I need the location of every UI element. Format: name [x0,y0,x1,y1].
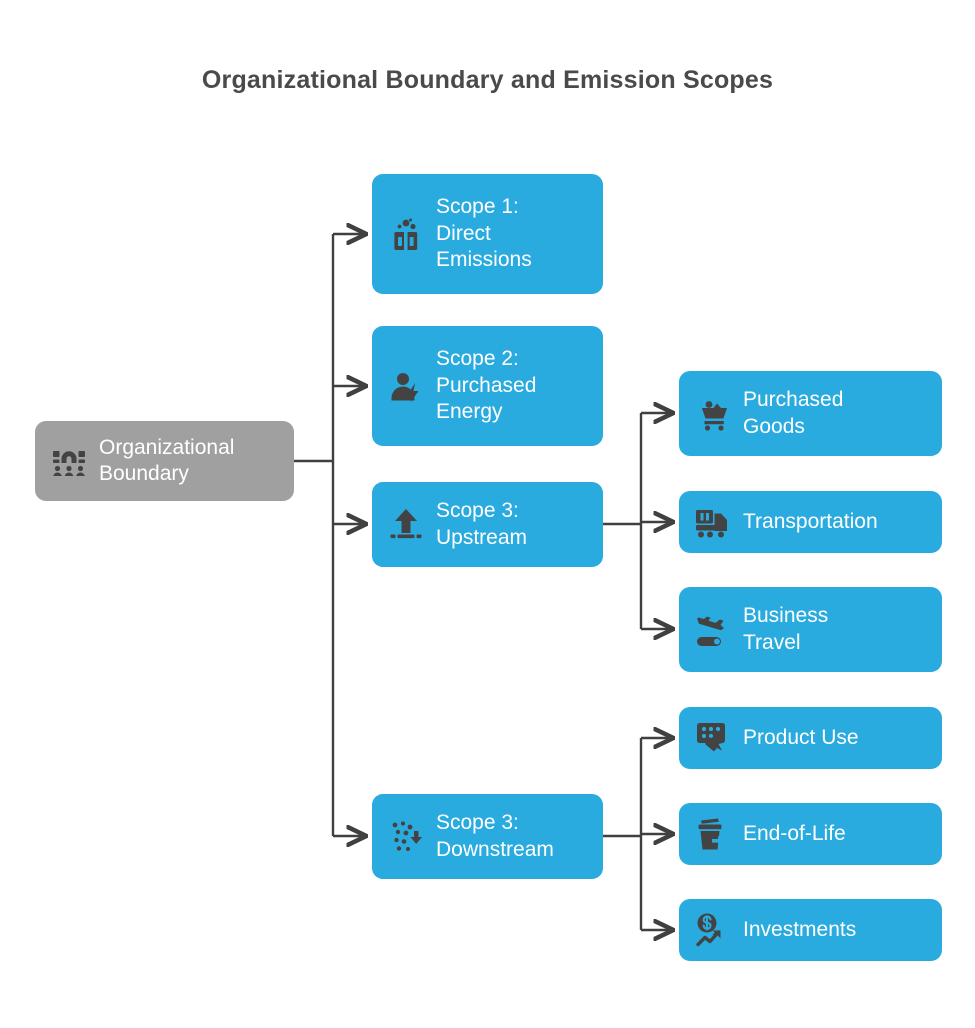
node-business-travel[interactable]: Business Travel [679,587,942,672]
person-energy-bolt-icon [386,366,426,406]
node-investments[interactable]: Investments [679,899,942,961]
node-label: Transportation [743,509,878,533]
factory-smokestack-icon [386,214,426,254]
node-label: Scope 3: Upstream [436,499,528,549]
trash-bin-recycle-icon [693,814,733,854]
node-label: Business Travel [743,604,829,654]
shopping-cart-icon [693,394,733,434]
node-label: Investments [743,917,857,941]
node-organizational-boundary[interactable]: Organizational Boundary [35,421,294,501]
page-title: Organizational Boundary and Emission Sco… [201,66,774,94]
airplane-takeoff-icon [693,610,733,650]
node-product-use[interactable]: Product Use [679,707,942,769]
node-scope-1[interactable]: Scope 1: Direct Emissions [372,174,603,294]
touchscreen-hand-tap-icon [693,718,733,758]
node-label: End-of-Life [743,821,846,845]
node-purchased-goods[interactable]: Purchased Goods [679,371,942,456]
node-label: Scope 1: Direct Emissions [436,195,532,272]
node-label: Purchased Goods [743,388,844,438]
delivery-truck-icon [693,502,733,542]
node-label: Scope 3: Downstream [436,811,554,861]
node-scope-2[interactable]: Scope 2: Purchased Energy [372,326,603,446]
dollar-coin-growth-arrow-icon [693,910,733,950]
downstream-flow-dots-icon [386,817,426,857]
up-arrow-upstream-icon [386,505,426,545]
node-end-of-life[interactable]: End-of-Life [679,803,942,865]
node-label: Organizational Boundary [99,435,235,485]
node-label: Scope 2: Purchased Energy [436,347,537,424]
node-scope-3-upstream[interactable]: Scope 3: Upstream [372,482,603,567]
node-transportation[interactable]: Transportation [679,491,942,553]
node-label: Product Use [743,725,859,749]
node-scope-3-downstream[interactable]: Scope 3: Downstream [372,794,603,879]
organization-building-people-icon [49,441,89,481]
